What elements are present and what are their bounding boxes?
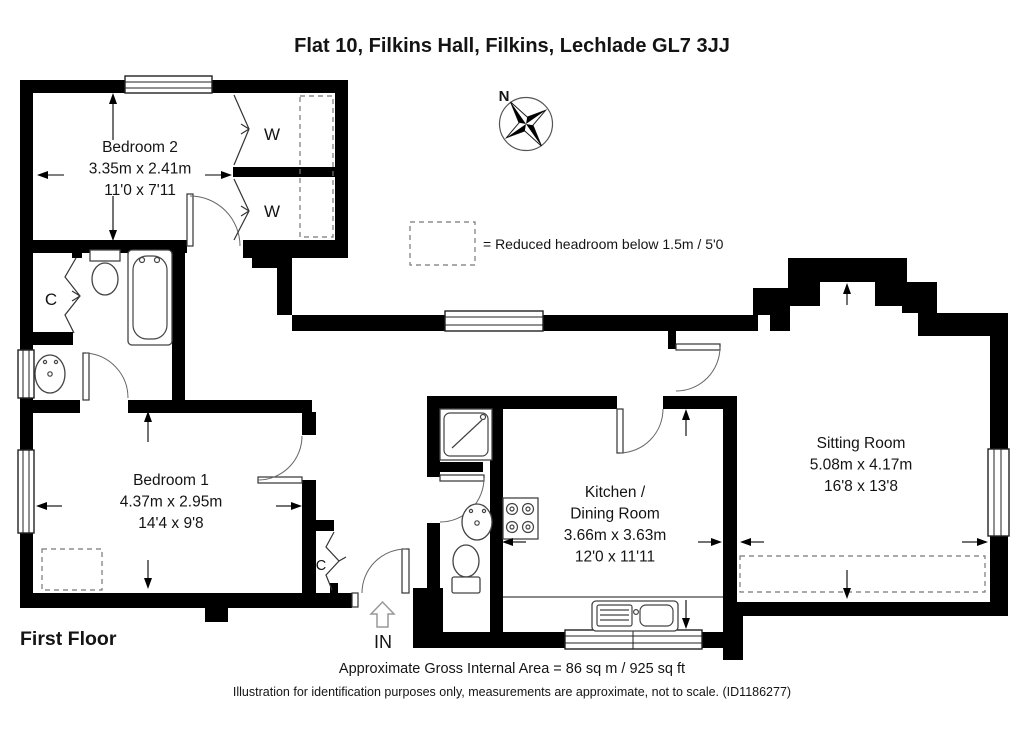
wardrobe-label-bottom: W	[264, 202, 280, 221]
front-door	[351, 548, 410, 608]
bedroom2-metric: 3.35m x 2.41m	[89, 161, 192, 178]
bedroom2-label: Bedroom 2 3.35m x 2.41m 11'0 x 7'11	[89, 139, 192, 199]
kitchen-window	[564, 629, 703, 650]
entrance-label: IN	[374, 632, 392, 652]
hall-cupboard-bifold	[325, 531, 347, 591]
bedroom1-window	[17, 449, 35, 534]
sitting-room-door	[675, 343, 721, 392]
bedroom1-metric: 4.37m x 2.95m	[120, 494, 223, 511]
kitchen-name-line2: Dining Room	[570, 506, 660, 523]
sitting-room-imperial: 16'8 x 13'8	[824, 478, 898, 495]
sitting-room-window	[987, 448, 1010, 537]
bathroom-door	[82, 352, 129, 401]
bedroom2-dimension-arrows	[37, 93, 232, 241]
fixtures	[34, 249, 723, 632]
wc-toilet-icon	[451, 544, 481, 594]
kitchen-metric: 3.66m x 3.63m	[564, 527, 667, 544]
bathroom-window	[17, 349, 35, 399]
sitting-room-name: Sitting Room	[817, 435, 906, 452]
bedroom2-window	[124, 75, 213, 94]
kitchen-label: Kitchen / Dining Room 3.66m x 3.63m 12'0…	[564, 484, 667, 566]
bedroom1-door	[257, 435, 303, 484]
entrance-arrow-icon	[369, 600, 396, 628]
windows	[17, 75, 1010, 650]
bathtub-icon	[127, 249, 173, 346]
bedroom1-imperial: 14'4 x 9'8	[138, 515, 203, 532]
reduced-headroom-legend: = Reduced headroom below 1.5m / 5'0	[409, 221, 724, 266]
doors	[64, 94, 721, 608]
bedroom1-dashed-area	[41, 548, 103, 591]
wardrobe-dashed-area	[299, 95, 334, 238]
bedroom1-name: Bedroom 1	[133, 472, 209, 489]
legend-dashed-swatch	[409, 221, 476, 266]
entrance-marker: IN	[369, 600, 396, 652]
dimension-arrows	[36, 93, 988, 629]
bedroom2-name: Bedroom 2	[102, 139, 178, 156]
footer-disclaimer-text: Illustration for identification purposes…	[233, 685, 791, 699]
sink-icon	[591, 600, 679, 632]
shower-icon	[439, 408, 493, 461]
wardrobe-label-top: W	[264, 125, 280, 144]
wardrobe-bifold-doors	[233, 94, 250, 241]
reduced-headroom-areas	[41, 95, 986, 593]
sitting-room-label: Sitting Room 5.08m x 4.17m 16'8 x 13'8	[810, 435, 913, 495]
legend-text: = Reduced headroom below 1.5m / 5'0	[483, 236, 724, 252]
bedroom2-door	[186, 193, 241, 247]
wall-structure	[20, 80, 1008, 660]
sitting-room-metric: 5.08m x 4.17m	[810, 457, 913, 474]
sitting-room-dashed-area	[739, 555, 986, 593]
kitchen-dimension-arrows	[502, 409, 722, 629]
bedroom1-dimension-arrows	[36, 411, 302, 589]
kitchen-door	[616, 408, 664, 454]
kitchen-imperial: 12'0 x 11'11	[575, 549, 655, 566]
compass-icon: N	[499, 88, 554, 152]
bathroom-cupboard-bifold	[64, 257, 81, 334]
toilet-icon	[89, 249, 121, 296]
sitting-room-dimension-arrows	[740, 283, 988, 599]
kitchen-name-line1: Kitchen /	[585, 484, 646, 501]
hall-cupboard-label: C	[316, 558, 326, 574]
page-title: Flat 10, Filkins Hall, Filkins, Lechlade…	[294, 35, 730, 57]
walls	[20, 80, 1008, 660]
wc-basin-icon	[461, 503, 493, 541]
hallway-window	[444, 310, 544, 332]
bedroom2-imperial: 11'0 x 7'11	[104, 182, 176, 199]
floor-label: First Floor	[20, 628, 117, 650]
compass-north-label: N	[499, 88, 510, 105]
footer-area-text: Approximate Gross Internal Area = 86 sq …	[339, 661, 685, 677]
bathroom-cupboard-label: C	[45, 290, 57, 309]
hob-icon	[502, 497, 539, 540]
basin-icon	[34, 354, 66, 394]
bedroom1-label: Bedroom 1 4.37m x 2.95m 14'4 x 9'8	[120, 472, 223, 532]
